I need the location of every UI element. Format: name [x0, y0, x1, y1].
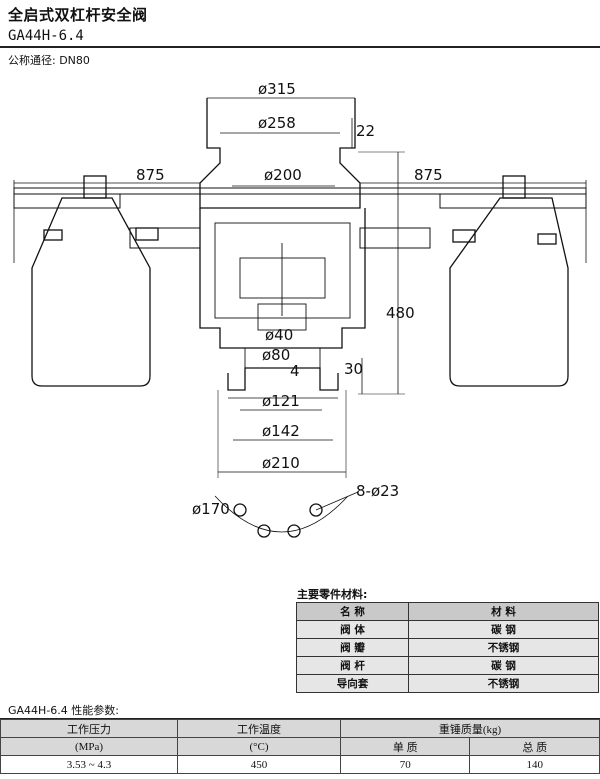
- lever-beam: [13, 187, 587, 195]
- temperature-value: 450: [177, 755, 341, 774]
- dim-121-label: ø121: [262, 392, 300, 410]
- bonnet-outline: [199, 98, 361, 209]
- table-row: 3.53 ~ 4.3 450 70 140: [0, 755, 600, 774]
- weight-header: 重锤质量(kg): [340, 719, 600, 738]
- part-material: 碳 钢: [408, 656, 599, 675]
- single-weight-value: 70: [339, 755, 471, 774]
- materials-header-name: 名 称: [296, 602, 409, 621]
- part-name: 阀 杆: [296, 656, 409, 675]
- table-row: 阀 瓣 不锈钢: [296, 638, 599, 657]
- dim-80-label: ø80: [262, 346, 290, 364]
- performance-table: 工作压力 工作温度 重锤质量(kg) (MPa) (°C) 单 质 总 质 3.…: [0, 719, 600, 774]
- pressure-header: 工作压力: [0, 719, 178, 738]
- page-title: 全启式双杠杆安全阀: [8, 6, 148, 24]
- materials-table: 名 称 材 料 阀 体 碳 钢 阀 瓣 不锈钢 阀 杆 碳 钢 导向套 不锈钢: [296, 602, 599, 693]
- single-weight-header: 单 质: [339, 737, 471, 756]
- valve-drawing: ø315 ø258 22 ø200 875 875 480 ø40 ø80 4 …: [13, 80, 587, 538]
- dim-170-label: ø170: [192, 500, 230, 518]
- left-weight: [31, 197, 151, 387]
- table-row: 阀 杆 碳 钢: [296, 656, 599, 675]
- dim-200-label: ø200: [264, 166, 302, 184]
- temperature-unit: (°C): [177, 737, 341, 756]
- dim-210-label: ø210: [262, 454, 300, 472]
- dim-258-label: ø258: [258, 114, 296, 132]
- materials-header-material: 材 料: [408, 602, 599, 621]
- model-number: GA44H-6.4: [8, 28, 84, 44]
- dim-4-label: 4: [290, 362, 300, 380]
- valve-body: [199, 208, 366, 349]
- table-row: 阀 体 碳 钢: [296, 620, 599, 639]
- part-name: 阀 瓣: [296, 638, 409, 657]
- part-material: 不锈钢: [408, 638, 599, 657]
- pressure-value: 3.53 ~ 4.3: [0, 755, 178, 774]
- title-rule: [0, 46, 600, 48]
- dim-875-right-label: 875: [414, 166, 443, 184]
- total-weight-value: 140: [469, 755, 600, 774]
- right-weight: [449, 197, 569, 387]
- part-material: 碳 钢: [408, 620, 599, 639]
- nominal-diameter: 公称通径: DN80: [8, 54, 90, 67]
- dim-315-label: ø315: [258, 80, 296, 98]
- temperature-header: 工作温度: [177, 719, 341, 738]
- total-weight-header: 总 质: [469, 737, 600, 756]
- materials-caption: 主要零件材料:: [297, 588, 368, 601]
- inlet-flange: [227, 367, 339, 391]
- dim-875-left-label: 875: [136, 166, 165, 184]
- performance-caption: GA44H-6.4 性能参数:: [8, 704, 119, 717]
- table-row: 导向套 不锈钢: [296, 674, 599, 693]
- dim-holes-label: 8-ø23: [356, 482, 399, 500]
- dim-142-label: ø142: [262, 422, 300, 440]
- dim-40-label: ø40: [265, 326, 293, 344]
- part-name: 阀 体: [296, 620, 409, 639]
- dim-22-label: 22: [356, 122, 375, 140]
- part-name: 导向套: [296, 674, 409, 693]
- pressure-unit: (MPa): [0, 737, 178, 756]
- part-material: 不锈钢: [408, 674, 599, 693]
- dim-480-label: 480: [386, 304, 415, 322]
- dim-30-label: 30: [344, 360, 363, 378]
